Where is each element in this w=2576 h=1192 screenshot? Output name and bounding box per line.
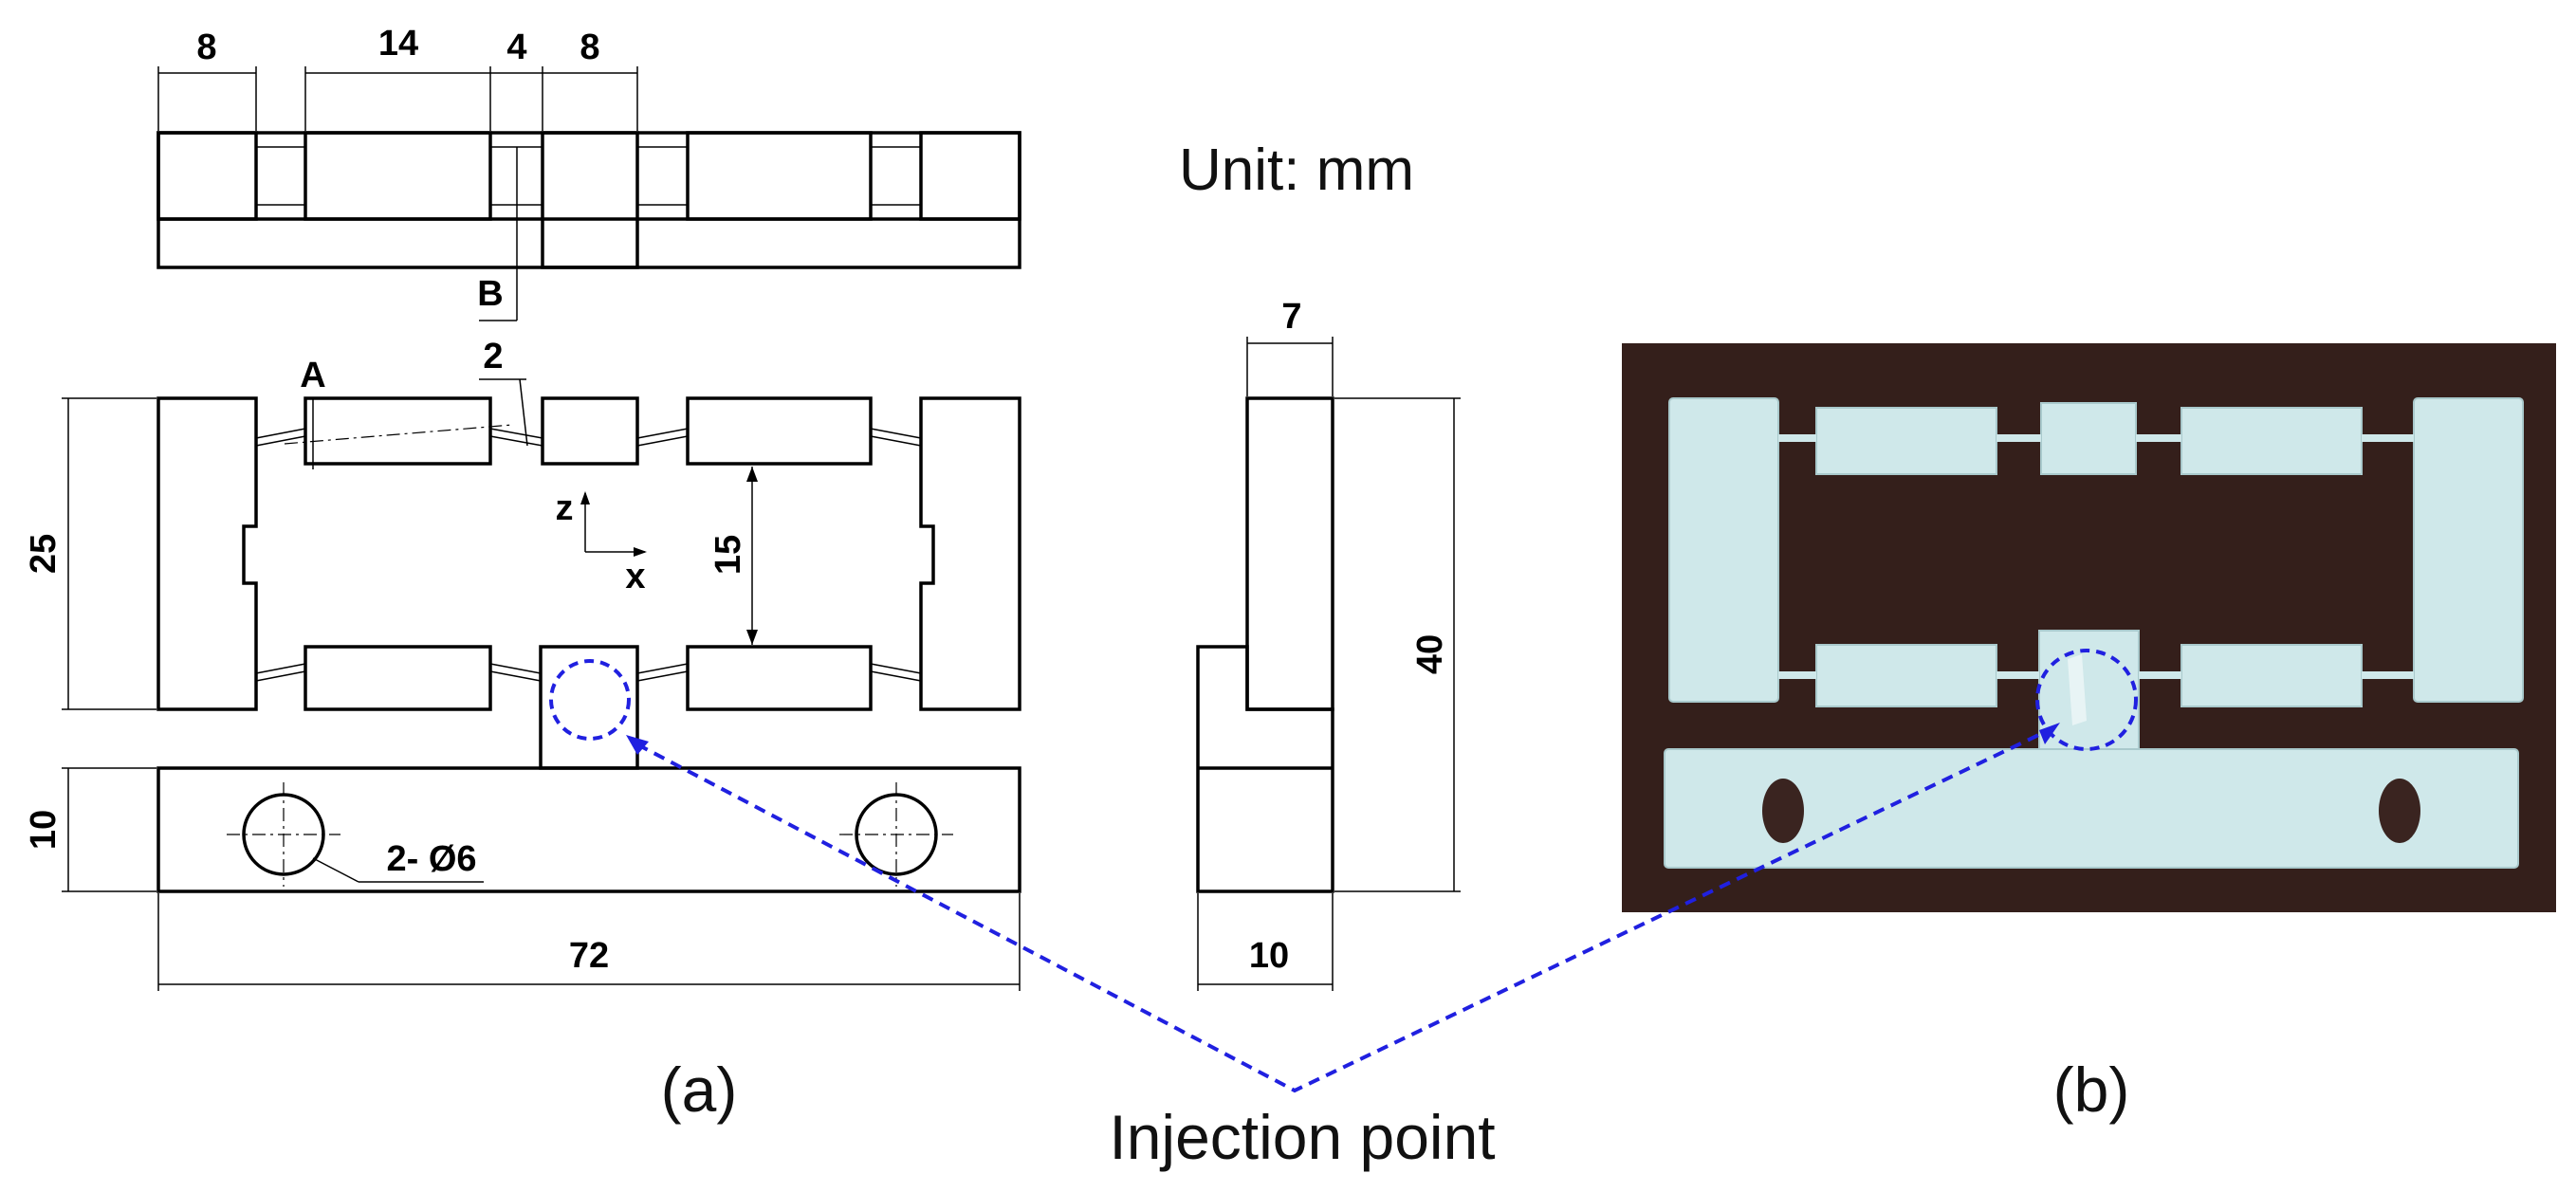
front-lower-block-3 (686, 645, 873, 711)
front-base (156, 766, 1021, 893)
part-photo (1622, 343, 2556, 912)
unit-label: Unit: mm (1179, 138, 1414, 203)
top-view: 8 14 4 8 B (156, 24, 1021, 321)
caption-a: (a) (661, 1054, 738, 1125)
photo-lower-block-3 (2180, 644, 2363, 707)
front-left-block (156, 396, 258, 711)
side-base (1196, 645, 1334, 893)
top-block-5 (919, 131, 1021, 221)
dim-front-10: 10 (24, 810, 64, 850)
dim-front-2: 2 (483, 337, 503, 376)
axis-z-label: z (556, 488, 574, 528)
injection-leaders (549, 649, 2138, 1093)
photo-upper-block-1 (1815, 407, 1997, 475)
injection-circle-drawing (549, 659, 631, 741)
dim-top-4: 4 (506, 28, 526, 67)
front-gate-block (539, 645, 639, 770)
dim-front-25: 25 (24, 534, 64, 574)
label-A: A (300, 356, 325, 395)
dim-side-10: 10 (1249, 936, 1289, 976)
top-block-center (541, 131, 639, 269)
dim-side-40: 40 (1410, 634, 1450, 674)
caption-b: (b) (2053, 1054, 2130, 1125)
photo-hole-left (1762, 779, 1804, 843)
front-lower-block-1 (304, 645, 492, 711)
side-view: 7 40 10 (1196, 297, 1461, 991)
front-view: A 2 25 15 z x 2- Ø6 (24, 337, 1021, 991)
injection-circle-photo (2035, 649, 2138, 751)
top-view-outline (156, 131, 1021, 269)
front-upper-block-3 (686, 396, 873, 466)
dim-side-7: 7 (1281, 297, 1301, 337)
photo-upper-block-3 (2180, 407, 2363, 475)
photo-right-block (2413, 397, 2524, 703)
front-upper-block-1 (304, 396, 492, 466)
label-B: B (477, 274, 503, 314)
dim-top-8b: 8 (580, 28, 599, 67)
axis-x-label: x (625, 557, 645, 596)
injection-point-label: Injection point (1109, 1102, 1495, 1172)
photo-lower-block-1 (1815, 644, 1997, 707)
dim-top-8a: 8 (196, 28, 216, 67)
dim-top-14: 14 (378, 24, 418, 64)
top-block-2 (304, 131, 492, 221)
dim-front-72: 72 (569, 936, 609, 976)
dim-front-15: 15 (708, 535, 748, 575)
front-upper-block-center (541, 396, 639, 466)
side-upright (1245, 396, 1334, 711)
injection-leader-line (636, 728, 2050, 1093)
top-block-1 (156, 131, 258, 221)
photo-left-block (1668, 397, 1779, 703)
photo-hole-right (2379, 779, 2420, 843)
hole-callout: 2- Ø6 (386, 839, 476, 879)
photo-upper-block-center (2040, 402, 2137, 475)
top-block-4 (686, 131, 873, 221)
front-right-block (919, 396, 1021, 711)
